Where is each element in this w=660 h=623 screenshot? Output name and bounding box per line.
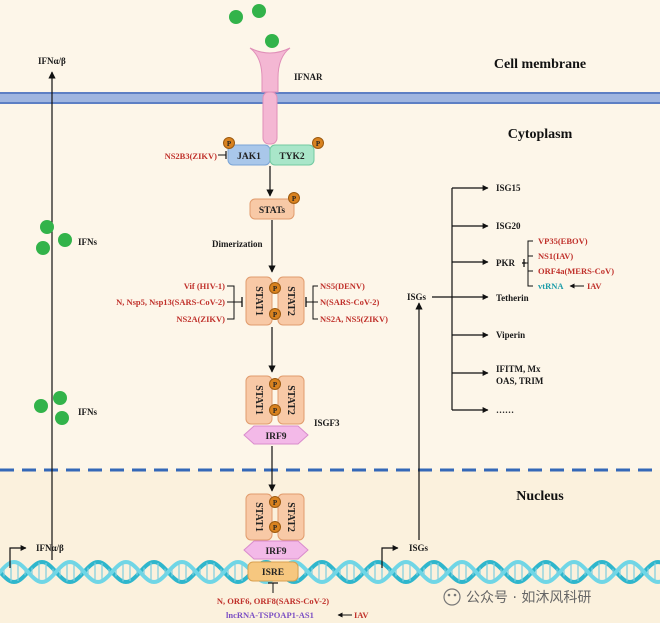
right-inhibit-bracket xyxy=(305,285,318,320)
membrane-label: Cell membrane xyxy=(494,57,586,72)
phospho-jak1: P xyxy=(223,137,235,149)
tyk2-box xyxy=(269,144,315,166)
ns2b3-inhibitor: NS2B3(ZIKV) xyxy=(165,151,218,161)
left-inhibit-bracket xyxy=(227,285,243,320)
ns2a-inhibitor: NS2A(ZIKV) xyxy=(176,314,225,324)
watermark: 公众号 · 如沐风科研 xyxy=(443,588,591,606)
iav-lnc-label: IAV xyxy=(354,610,369,620)
ifns-lower-label: IFNs xyxy=(78,407,97,417)
phospho-stats: P xyxy=(288,192,300,204)
svg-text:STAT2: STAT2 xyxy=(285,385,296,415)
ns5-denv-inhibitor: NS5(DENV) xyxy=(320,281,365,291)
vtrna-label: vtRNA xyxy=(538,281,564,291)
nucleus-region xyxy=(0,470,660,623)
svg-text:P: P xyxy=(273,407,278,415)
vp35-inhibitor: VP35(EBOV) xyxy=(538,236,588,246)
pkr-inhibit-bracket xyxy=(522,240,533,287)
svg-text:STAT1: STAT1 xyxy=(253,385,264,415)
svg-text:P: P xyxy=(273,381,278,389)
svg-text:P: P xyxy=(227,140,232,148)
vif-inhibitor: Vif (HIV-1) xyxy=(184,281,225,291)
cell-membrane xyxy=(0,92,660,104)
tyk2-label: TYK2 xyxy=(279,152,305,162)
isre-label: ISRE xyxy=(262,568,284,578)
svg-text:STAT2: STAT2 xyxy=(285,502,296,532)
ifns-upper-label: IFNs xyxy=(78,237,97,247)
pkr-label: PKR xyxy=(496,258,515,268)
iav-vtrna-label: IAV xyxy=(587,281,602,291)
svg-text:P: P xyxy=(273,524,278,532)
ifn-ab-top-label: IFNα/β xyxy=(38,56,66,66)
tetherin-label: Tetherin xyxy=(496,293,529,303)
stats-box xyxy=(249,198,295,220)
n-sars-inhibitor: N(SARS-CoV-2) xyxy=(320,297,380,307)
nucleus-label: Nucleus xyxy=(516,489,564,504)
jak1-label: JAK1 xyxy=(237,152,261,162)
isgs-nucleus-label: ISGs xyxy=(409,543,429,553)
svg-text:P: P xyxy=(273,311,278,319)
viperin-label: Viperin xyxy=(496,330,525,340)
ifn-ligand-dots xyxy=(229,4,279,48)
oas-label: OAS, TRIM xyxy=(496,376,544,386)
phospho-tyk2: P xyxy=(312,137,324,149)
svg-text:P: P xyxy=(273,285,278,293)
lncrna-label: lncRNA-TSPOAP1-AS1 xyxy=(226,610,314,620)
ifnar-receptor xyxy=(249,47,291,145)
ns2a-ns5-inhibitor: NS2A, NS5(ZIKV) xyxy=(320,314,388,324)
isre-box xyxy=(247,561,299,582)
ifn-secretion-path xyxy=(9,71,56,568)
ns1-inhibitor: NS1(IAV) xyxy=(538,251,573,261)
stat-dimer-cytoplasm: STAT1 STAT2 P P xyxy=(245,276,305,326)
isg20-label: ISG20 xyxy=(496,221,521,231)
svg-text:IRF9: IRF9 xyxy=(265,547,286,557)
cytoplasm-label: Cytoplasm xyxy=(508,127,573,142)
isg-tree-lines xyxy=(432,185,489,413)
ifitm-label: IFITM, Mx xyxy=(496,364,541,374)
more-isgs-label: …… xyxy=(496,405,514,415)
dimerization-label: Dimerization xyxy=(212,239,262,249)
irf9-label: IRF9 xyxy=(265,432,286,442)
stat2-label: STAT2 xyxy=(285,286,296,316)
isgf3-complex: STAT1 STAT2 P P IRF9 xyxy=(243,375,309,445)
svg-text:STAT1: STAT1 xyxy=(253,502,264,532)
stats-label: STATs xyxy=(259,206,286,216)
ifn-ab-bottom-label: IFNα/β xyxy=(36,543,64,553)
isgs-cytoplasm-label: ISGs xyxy=(407,292,427,302)
svg-text:公众号 · 如沐风科研: 公众号 · 如沐风科研 xyxy=(466,590,591,606)
ifn-dots-lower xyxy=(34,391,69,425)
isgf3-label: ISGF3 xyxy=(314,418,340,428)
ifnar-label: IFNAR xyxy=(294,72,323,82)
svg-text:P: P xyxy=(316,140,321,148)
ifn-dots-upper xyxy=(36,220,72,255)
orf4a-inhibitor: ORF4a(MERS-CoV) xyxy=(538,266,614,276)
isg15-label: ISG15 xyxy=(496,183,521,193)
phospho-stat1 xyxy=(269,282,281,294)
svg-text:P: P xyxy=(292,195,297,203)
isre-inhibitors: N, ORF6, ORF8(SARS-CoV-2) xyxy=(217,596,329,606)
nuclear-isgf3-complex: STAT1 STAT2 P P IRF9 xyxy=(243,493,309,560)
svg-text:P: P xyxy=(273,499,278,507)
isgs-export-path xyxy=(381,302,423,568)
nsp-inhibitor: N, Nsp5, Nsp13(SARS-CoV-2) xyxy=(116,297,225,307)
phospho-stat2 xyxy=(269,308,281,320)
stat1-label: STAT1 xyxy=(253,286,264,316)
